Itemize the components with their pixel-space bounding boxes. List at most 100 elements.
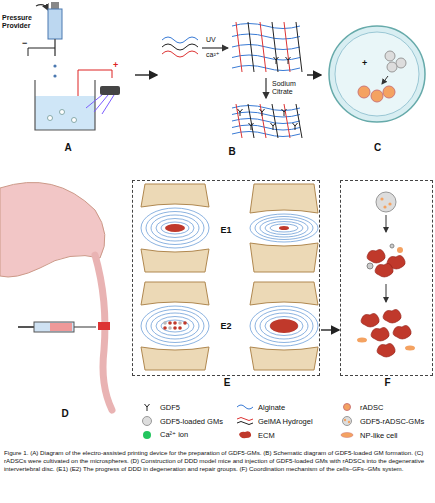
illustration-part	[141, 184, 318, 370]
figure-label: ca²⁺	[206, 51, 219, 59]
figure-label: Pressure Provider	[2, 14, 42, 30]
illustration-part	[272, 22, 278, 72]
legend-icon	[338, 402, 356, 412]
illustration-part	[386, 215, 387, 232]
illustration-part	[382, 76, 388, 84]
illustration-part	[348, 421, 350, 423]
legend-icon	[236, 402, 254, 412]
illustration-part	[260, 219, 308, 237]
illustration-part	[248, 104, 254, 138]
illustration-part	[35, 80, 95, 130]
illustration-part	[248, 22, 254, 72]
illustration-part	[232, 34, 300, 39]
illustration-part	[161, 222, 189, 234]
legend-item: ECM	[236, 430, 275, 440]
illustration-part	[0, 182, 105, 277]
illustration-part	[141, 184, 209, 207]
figure-label: +	[362, 58, 367, 68]
illustration-part	[296, 22, 302, 72]
illustration-part	[236, 22, 242, 72]
illustration-part	[274, 57, 279, 64]
illustration-part	[156, 219, 194, 238]
panel: E1	[135, 183, 317, 277]
illustration-part	[270, 319, 298, 333]
illustration-part	[361, 313, 379, 327]
legend-swatch	[143, 431, 151, 439]
legend-icon	[236, 430, 254, 440]
illustration-part	[367, 263, 373, 269]
figure-caption: Figure 1. (A) Diagram of the electro-ass…	[4, 449, 431, 472]
illustration-part	[260, 313, 308, 339]
illustration-part	[168, 326, 172, 330]
legend-icon	[138, 402, 156, 412]
illustration-part	[387, 62, 397, 72]
flow-arrow	[321, 329, 339, 330]
illustration-part	[232, 125, 300, 130]
figure-label: +	[113, 60, 118, 70]
illustration-part	[358, 86, 370, 98]
panel-frame: F	[340, 180, 433, 376]
illustration-part	[141, 249, 209, 272]
illustration-part	[146, 212, 204, 245]
illustration-part	[271, 123, 276, 130]
illustration-part	[94, 95, 108, 112]
illustration-part	[173, 321, 177, 325]
illustration-part	[53, 74, 56, 77]
illustration-part	[272, 104, 278, 138]
illustration-part	[405, 346, 415, 351]
illustration-part	[260, 22, 266, 72]
legend-icon	[236, 416, 254, 426]
illustration-part	[250, 184, 318, 213]
illustration-part	[145, 404, 150, 411]
illustration-part	[141, 208, 209, 248]
illustration-part	[162, 37, 198, 43]
illustration-part	[260, 109, 265, 116]
illustration-part	[178, 326, 182, 330]
illustration-part	[72, 118, 77, 123]
illustration-part	[386, 284, 387, 302]
illustration-part	[393, 325, 411, 339]
legend-item: GDF5-loaded GMs	[138, 416, 223, 426]
illustration-part	[390, 244, 394, 248]
panel-letter: D	[61, 408, 68, 419]
panel-letter: E	[224, 377, 231, 388]
figure-label: −	[22, 38, 27, 48]
legend-item: GelMA Hydrogel	[236, 416, 313, 426]
illustration-part	[178, 321, 182, 325]
illustration-part	[53, 64, 56, 67]
illustration-part	[371, 90, 383, 102]
illustration-part	[250, 243, 318, 272]
illustration-part	[161, 320, 189, 332]
legend-text: GelMA Hydrogel	[258, 417, 313, 426]
legend-item: Ca²⁺ ion	[138, 430, 188, 439]
legend-item: rADSC	[338, 402, 383, 412]
illustration-part	[296, 104, 302, 138]
illustration-part	[237, 418, 253, 421]
illustration-part	[51, 2, 59, 9]
illustration-part	[86, 95, 102, 108]
panel-letter: F	[384, 377, 390, 388]
illustration-part	[34, 322, 74, 332]
illustration-part	[329, 26, 425, 122]
illustration-part	[270, 320, 298, 332]
illustration-part	[232, 104, 302, 138]
panel: D	[2, 180, 128, 420]
illustration-part	[279, 226, 289, 230]
legend-icon	[138, 416, 156, 426]
illustration-part	[397, 247, 403, 253]
legend-icon	[338, 416, 356, 426]
illustration-part	[341, 433, 353, 438]
illustration-part	[232, 24, 300, 29]
illustration-part	[98, 322, 110, 330]
illustration-part	[232, 112, 300, 117]
illustration-part	[162, 44, 198, 50]
legend-item: GDF5-rADSC-GMs	[338, 416, 424, 426]
illustration-part	[284, 104, 290, 138]
illustration-part	[265, 222, 303, 235]
legend-item: Alginate	[236, 402, 285, 412]
illustration-part	[168, 321, 172, 325]
illustration-part	[156, 317, 194, 336]
illustration-part	[250, 282, 318, 305]
illustration-part	[255, 217, 313, 240]
illustration-part	[335, 32, 419, 116]
